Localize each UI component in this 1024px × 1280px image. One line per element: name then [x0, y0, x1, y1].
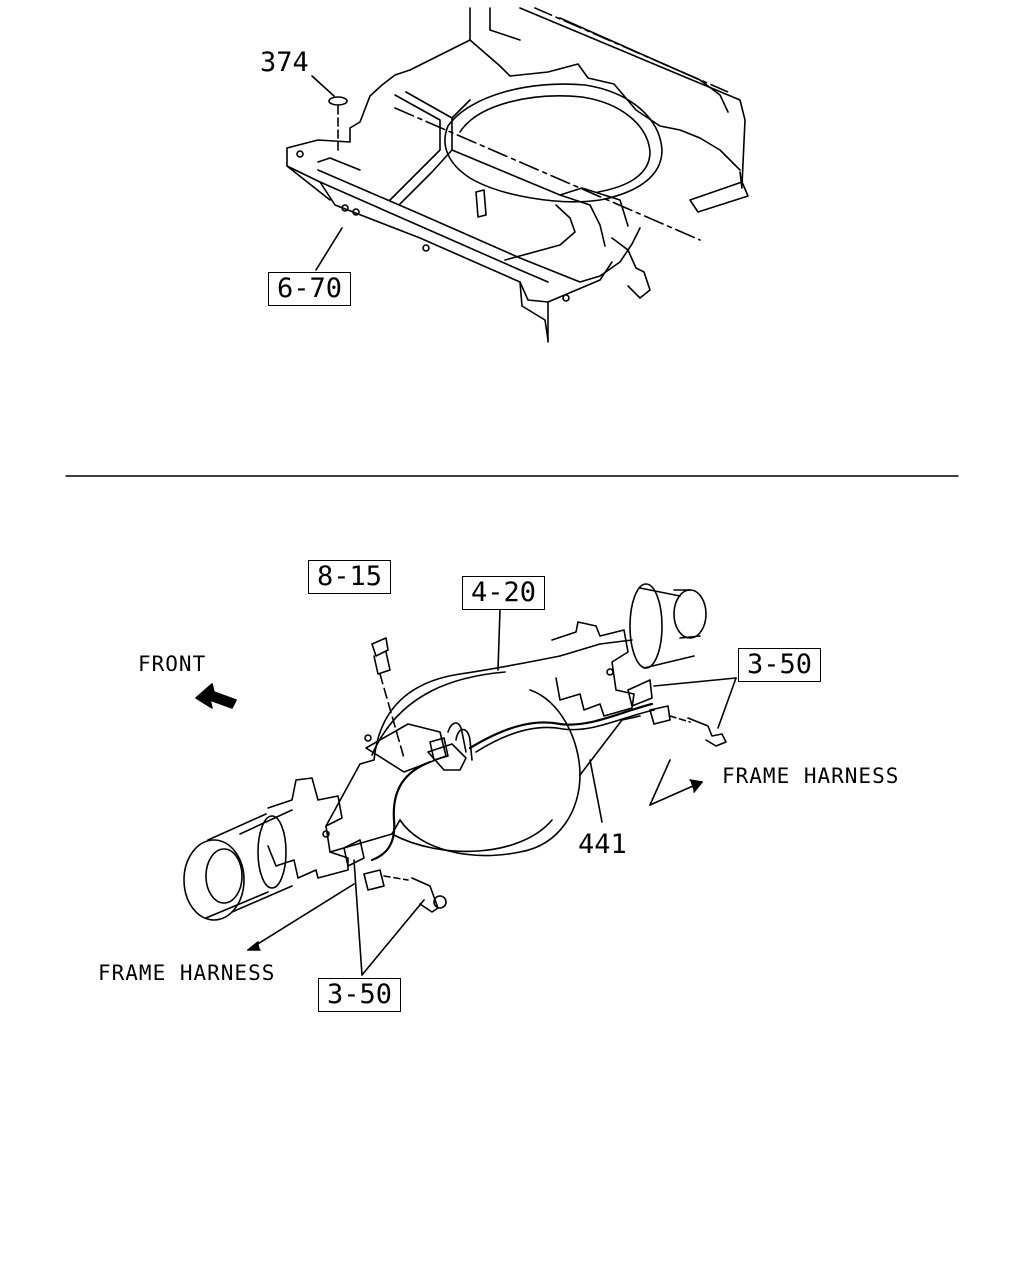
callout-8-15: 8-15: [308, 560, 392, 594]
front-arrow-icon: [196, 684, 236, 708]
harness-cable: [470, 704, 652, 748]
rear-frame-assembly: [287, 8, 748, 342]
callout-441: 441: [578, 829, 627, 860]
callout-374: 374: [260, 47, 309, 78]
callout-6-70: 6-70: [268, 272, 352, 306]
callout-3-50-right: 3-50: [738, 648, 822, 682]
grommet-part: [329, 97, 347, 105]
rear-axle-assembly: [184, 584, 736, 975]
callout-4-20: 4-20: [462, 576, 546, 610]
label-frame-harness-left: FRAME HARNESS: [98, 961, 276, 985]
label-front: FRONT: [138, 652, 207, 676]
frame-harness-arrow-left-icon: [248, 884, 354, 950]
label-frame-harness-right: FRAME HARNESS: [722, 764, 900, 788]
callout-3-50-left: 3-50: [318, 978, 402, 1012]
